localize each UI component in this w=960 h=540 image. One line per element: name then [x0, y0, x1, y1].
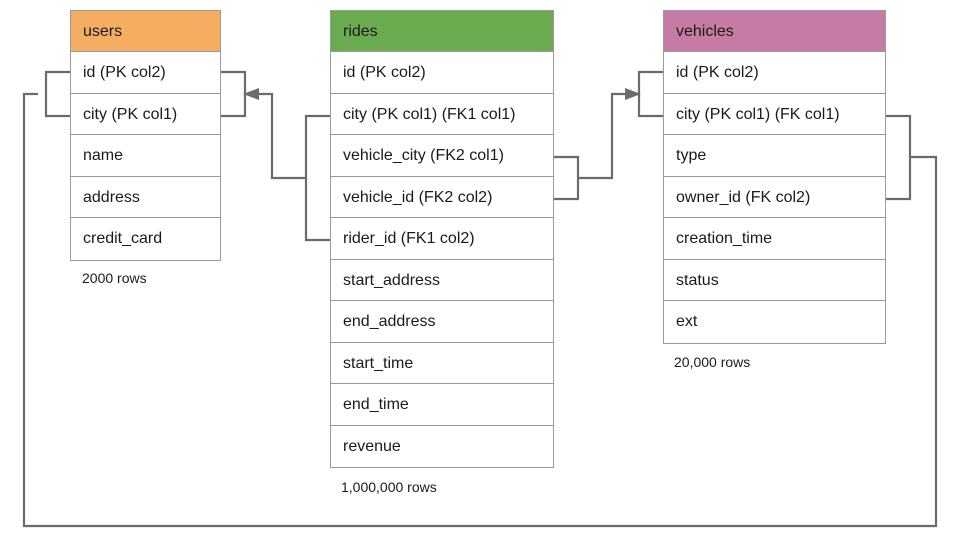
table-rides-field-end-address[interactable]: end_address: [331, 301, 553, 343]
table-vehicles-header: vehicles: [664, 11, 885, 52]
table-rides-row-count: 1,000,000 rows: [341, 479, 437, 495]
table-users-field-credit-card[interactable]: credit_card: [83, 230, 163, 247]
arrowhead-into-users-left: [243, 88, 259, 100]
table-rides-field-vehicle-id[interactable]: vehicle_id (FK2 col2): [331, 177, 553, 218]
table-rides[interactable]: rides id (PK col2) city (PK col1) (FK1 c…: [330, 10, 554, 468]
table-users-field-id[interactable]: id (PK col2): [71, 52, 220, 94]
table-vehicles-field-owner-id[interactable]: owner_id (FK col2): [664, 177, 885, 218]
table-rides-field-start-time[interactable]: start_time: [331, 343, 553, 384]
table-vehicles-row-count: 20,000 rows: [674, 354, 751, 370]
table-rides-field-vehicle-city[interactable]: vehicle_city (FK2 col1): [331, 135, 553, 177]
wire-vehicles-left-bracket: [637, 70, 663, 118]
table-rides-field-revenue[interactable]: revenue: [343, 437, 401, 455]
wire-users-left-bracket: [44, 70, 70, 118]
table-users[interactable]: users id (PK col2) city (PK col1) name a…: [70, 10, 221, 261]
table-vehicles-field-ext[interactable]: ext: [676, 313, 698, 330]
table-rides-field-city[interactable]: city (PK col1) (FK1 col1): [331, 94, 553, 135]
table-rides-header: rides: [331, 11, 553, 52]
table-users-row-count: 2000 rows: [82, 270, 147, 286]
table-vehicles-field-creation-time[interactable]: creation_time: [664, 218, 885, 260]
arrowhead-into-vehicles-left: [625, 88, 641, 100]
table-rides-field-id[interactable]: id (PK col2): [331, 52, 553, 94]
wire-vehicles-right-bracket: [886, 114, 912, 201]
wire-rides-right-bracket: [554, 155, 580, 201]
wire-rides-to-vehicles: [578, 92, 626, 180]
table-vehicles-field-city[interactable]: city (PK col1) (FK col1): [664, 94, 885, 135]
table-vehicles-field-type[interactable]: type: [664, 135, 885, 177]
table-rides-field-rider-id[interactable]: rider_id (FK1 col2): [331, 218, 553, 260]
table-users-field-address[interactable]: address: [71, 177, 220, 218]
table-vehicles-field-id[interactable]: id (PK col2): [664, 52, 885, 94]
wire-rides-to-users: [256, 92, 306, 180]
wire-users-right-bracket: [221, 70, 247, 118]
table-vehicles-field-status[interactable]: status: [664, 260, 885, 301]
table-users-field-name[interactable]: name: [71, 135, 220, 177]
table-users-header: users: [71, 11, 220, 52]
wire-rides-left-bracket: [304, 114, 330, 242]
table-users-field-city[interactable]: city (PK col1): [71, 94, 220, 135]
table-rides-field-end-time[interactable]: end_time: [331, 384, 553, 426]
table-rides-field-start-address[interactable]: start_address: [331, 260, 553, 301]
table-vehicles[interactable]: vehicles id (PK col2) city (PK col1) (FK…: [663, 10, 886, 344]
